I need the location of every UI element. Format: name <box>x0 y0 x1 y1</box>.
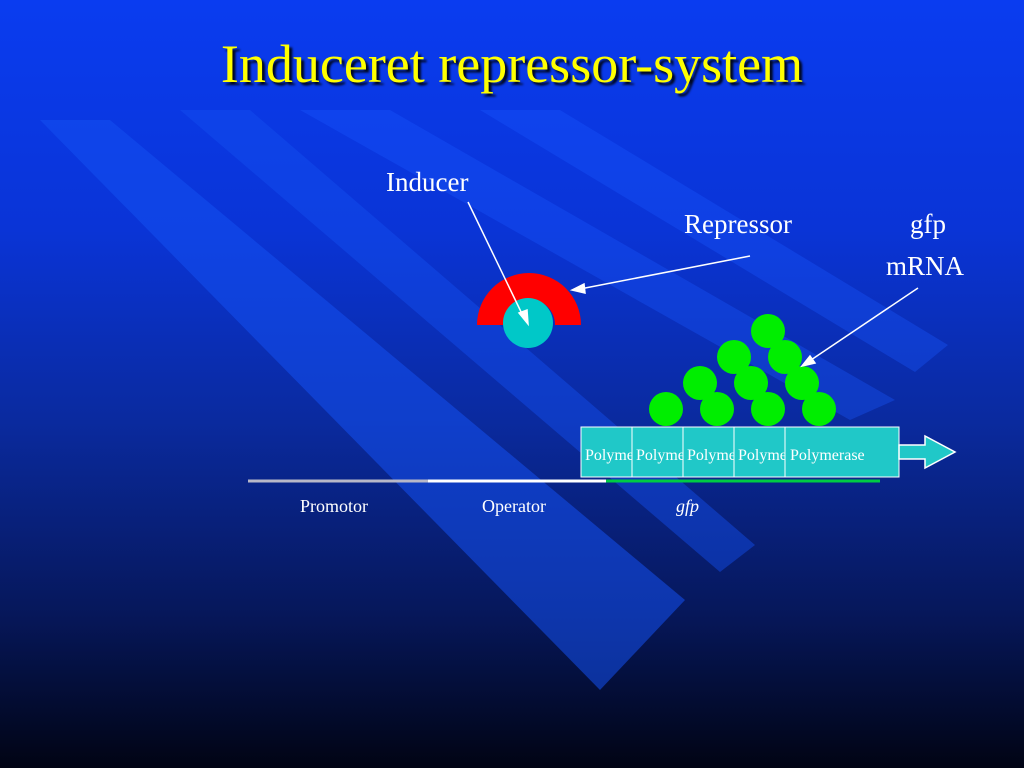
mrna-pointer <box>807 287 919 363</box>
mrna-dot <box>717 340 751 374</box>
stripe-3 <box>300 110 895 420</box>
polymerase-box-5 <box>784 426 900 478</box>
polymerase-label-4: Polymerase <box>738 447 813 464</box>
slide-title: Induceret repressor-system <box>220 34 804 94</box>
repressor-pointer <box>579 255 751 290</box>
polymerase-box-3 <box>682 426 736 478</box>
polymerase-label-3: Polymerase <box>687 447 762 464</box>
repressor-pointer-head <box>569 282 586 294</box>
mrna-dot <box>768 340 802 374</box>
mrna-dot <box>649 392 683 426</box>
mrna-dot <box>785 366 819 400</box>
operator-label: Operator <box>482 496 546 516</box>
mrna-dot <box>683 366 717 400</box>
mrna-dot <box>751 392 785 426</box>
polymerase-box-4 <box>733 426 787 478</box>
inducer-label: Inducer <box>386 167 469 197</box>
gfp-gene-label: gfp <box>676 496 700 516</box>
mrna-label-line2: mRNA <box>886 251 965 281</box>
mrna-molecules <box>649 314 836 426</box>
mrna-pointer-head <box>800 354 817 368</box>
polymerase-label-2: Polymerase <box>636 447 711 464</box>
inducer-pointer-head <box>517 308 529 327</box>
polymerase-box-2 <box>631 426 685 478</box>
polymerase-box-1 <box>580 426 634 478</box>
mrna-dot <box>802 392 836 426</box>
stripe-1 <box>40 120 685 690</box>
polymerase-group: Polymerase Polymerase Polymerase Polymer… <box>580 426 957 478</box>
polymerase-label-5: Polymerase <box>790 447 865 464</box>
inducer-pointer <box>467 201 525 319</box>
mrna-dot <box>734 366 768 400</box>
mrna-dot <box>751 314 785 348</box>
promotor-label: Promotor <box>300 496 369 516</box>
stripe-4 <box>480 110 948 372</box>
repressor-label: Repressor <box>684 209 792 239</box>
mrna-dot <box>700 392 734 426</box>
mrna-label-line1: gfp <box>910 209 946 239</box>
transcription-arrow-icon <box>898 434 957 470</box>
polymerase-label-1: Polymerase <box>585 447 660 464</box>
